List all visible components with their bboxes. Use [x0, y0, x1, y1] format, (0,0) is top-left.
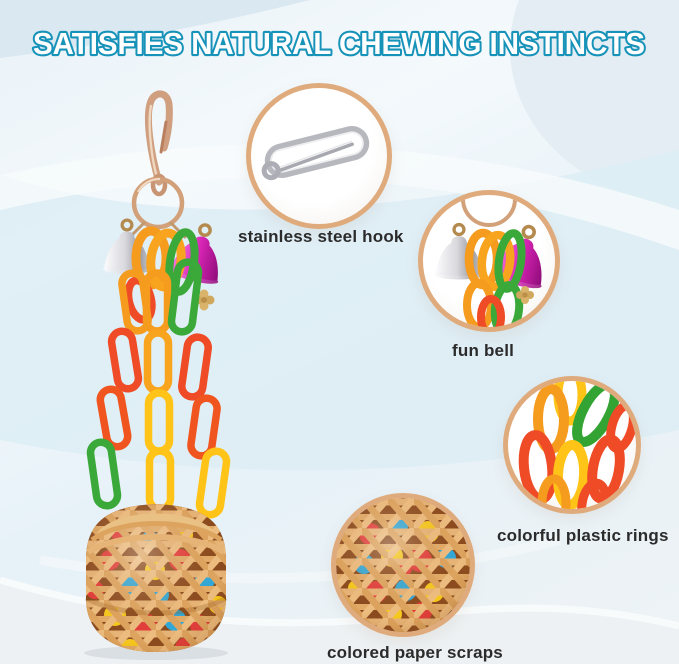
feature-label-scraps: colored paper scraps	[327, 643, 503, 662]
hook-photo-icon	[261, 126, 370, 181]
hanging-hook-icon	[144, 90, 173, 197]
callout-rings	[503, 376, 641, 514]
chain-links	[86, 258, 231, 519]
callout-scraps	[331, 493, 475, 637]
woven-basket-icon	[84, 504, 228, 652]
callout-hook	[246, 83, 392, 229]
callout-bell	[418, 190, 560, 332]
page-title: SATISFIES NATURAL CHEWING INSTINCTS	[33, 26, 645, 61]
headline-text-svg: SATISFIES NATURAL CHEWING INSTINCTS	[31, 24, 647, 63]
silver-bell-icon	[101, 218, 153, 276]
headline-banner: SATISFIES NATURAL CHEWING INSTINCTS	[0, 14, 679, 70]
feature-label-rings: colorful plastic rings	[497, 526, 669, 545]
product-photo	[84, 90, 233, 660]
feature-label-bell: fun bell	[452, 341, 515, 360]
bell-photo-icon	[433, 195, 555, 327]
rings-photo-icon	[518, 381, 636, 509]
feature-label-hook: stainless steel hook	[238, 227, 404, 246]
scraps-photo-icon	[336, 498, 470, 632]
